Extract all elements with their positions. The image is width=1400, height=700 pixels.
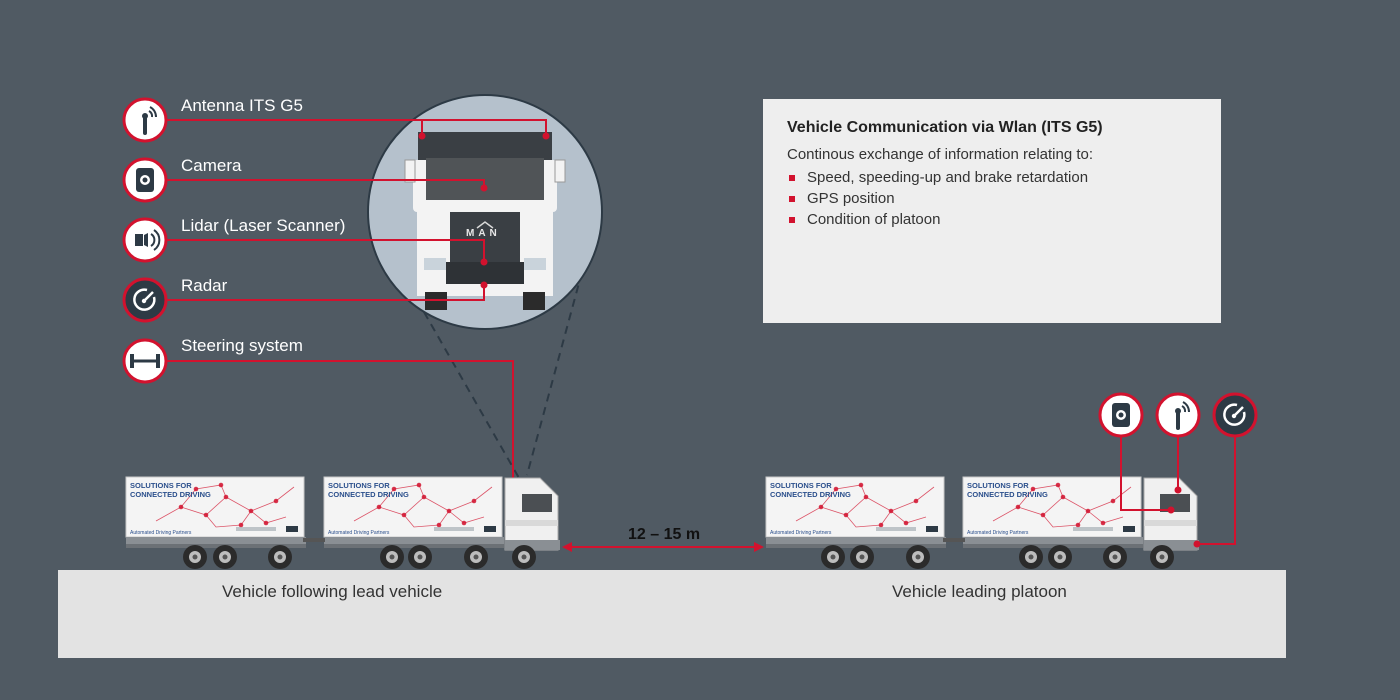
bullet-icon (789, 196, 795, 202)
steering-icon (122, 338, 168, 384)
list-item-text: Speed, speeding-up and brake retardation (807, 169, 1089, 186)
following-vehicle-label: Vehicle following lead vehicle (222, 582, 443, 601)
sensor-label-lidar: Lidar (Laser Scanner) (181, 216, 346, 235)
camera-icon (1098, 392, 1144, 438)
list-item: Condition of platoon (787, 209, 1088, 230)
info-box: Vehicle Communication via Wlan (ITS G5) … (763, 99, 1221, 323)
sensor-connection-lines (166, 119, 547, 541)
lidar-icon (122, 217, 168, 263)
list-item-text: GPS position (807, 190, 895, 207)
sensor-label-steering: Steering system (181, 336, 303, 355)
sensor-label-radar: Radar (181, 276, 228, 295)
antenna-icon (1155, 392, 1201, 438)
following-truck (125, 476, 560, 569)
sensor-label-antenna: Antenna ITS G5 (181, 96, 303, 115)
leading-vehicle-label: Vehicle leading platoon (892, 582, 1067, 601)
distance-arrow (562, 542, 764, 552)
leading-sensor-lines (1120, 436, 1236, 545)
info-intro: Continous exchange of information relati… (787, 146, 1094, 163)
list-item-text: Condition of platoon (807, 211, 941, 228)
list-item: Speed, speeding-up and brake retardation (787, 167, 1088, 188)
leading-truck (765, 476, 1199, 569)
road-surface (58, 570, 1286, 658)
truck-brand-logo: MAN (466, 228, 501, 239)
radar-icon (1212, 392, 1258, 438)
antenna-icon (122, 97, 168, 143)
trailer-partners: Automated Driving Partners (130, 530, 192, 536)
list-item: GPS position (787, 188, 1088, 209)
bullet-icon (789, 175, 795, 181)
zoom-line-right (526, 271, 583, 476)
trailer-partners: Automated Driving Partners (328, 530, 390, 536)
info-title: Vehicle Communication via Wlan (ITS G5) (787, 119, 1103, 136)
bullet-icon (789, 217, 795, 223)
trailer-partners: Automated Driving Partners (967, 530, 1029, 536)
leading-sensor-dots (1167, 486, 1201, 548)
info-list: Speed, speeding-up and brake retardation… (787, 167, 1088, 230)
camera-icon (122, 157, 168, 203)
sensor-label-camera: Camera (181, 156, 242, 175)
radar-icon (122, 277, 168, 323)
zoom-line-left (423, 311, 520, 479)
trailer-partners: Automated Driving Partners (770, 530, 832, 536)
distance-label: 12 – 15 m (628, 526, 701, 543)
